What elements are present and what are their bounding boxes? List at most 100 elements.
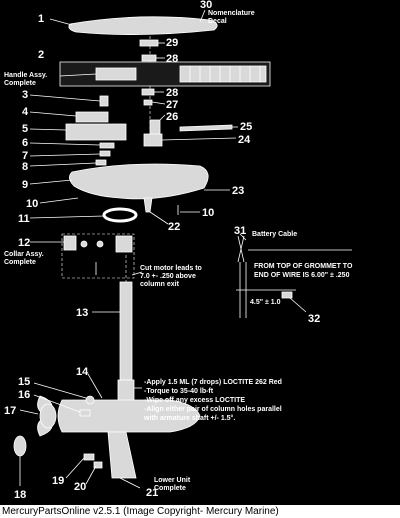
- leader-5: [29, 128, 67, 131]
- callout-30: 30: [200, 0, 212, 11]
- label-nomenclature-1: Nomenclature: [208, 10, 255, 17]
- callout-9: 9: [22, 179, 28, 191]
- collar-nut: [96, 240, 104, 248]
- leader-handle: [59, 73, 97, 77]
- lower-unit-skeg: [107, 431, 137, 479]
- callout-3: 3: [22, 89, 28, 101]
- label-inst-5: with armature shaft +/- 1.5°.: [143, 414, 235, 422]
- callout-28a: 28: [166, 53, 178, 65]
- callout-14: 14: [76, 366, 89, 378]
- label-inst-1: -Apply 1.5 ML (7 drops) LOCTITE 262 Red: [144, 379, 282, 386]
- label-grommet-2: END OF WIRE IS 6.00" ± .250: [254, 272, 350, 279]
- leader-30: [199, 9, 206, 23]
- callout-31: 31: [234, 225, 246, 237]
- callout-20: 20: [74, 481, 86, 493]
- callout-15: 15: [18, 376, 30, 388]
- callout-11: 11: [18, 213, 30, 225]
- label-collar-2: Complete: [4, 259, 36, 266]
- part-28-upper: [141, 54, 157, 62]
- callout-18: 18: [14, 489, 26, 501]
- callout-28b: 28: [166, 87, 178, 99]
- part-32: [281, 291, 293, 299]
- column-tube: [119, 281, 133, 381]
- callout-32: 32: [308, 313, 320, 325]
- part-16: [79, 409, 91, 417]
- callout-4: 4: [22, 106, 29, 118]
- leader-24: [161, 137, 237, 141]
- part-3: [99, 95, 109, 107]
- callout-25: 25: [240, 121, 252, 133]
- callout-10a: 10: [26, 198, 38, 210]
- handle-shaft: [95, 67, 137, 81]
- label-handle-2: Complete: [4, 80, 36, 87]
- leader-8: [29, 162, 97, 167]
- part-6: [99, 142, 115, 149]
- leader-32: [289, 297, 307, 313]
- label-cut-1: Cut motor leads to: [140, 265, 202, 272]
- part-27: [143, 99, 153, 106]
- motor-head-housing: [69, 163, 209, 200]
- leader-9: [29, 179, 73, 185]
- diagram-canvas: 1 30 29 28 2 28 3 27 4 26 25 5 24 6 7 8 …: [4, 0, 353, 501]
- part-25: [179, 124, 233, 132]
- callout-22: 22: [168, 221, 180, 233]
- part-28-lower: [141, 88, 155, 96]
- callout-8: 8: [22, 161, 28, 173]
- part-4: [75, 111, 109, 123]
- lower-unit-motor: [57, 399, 201, 433]
- prop-hub: [39, 403, 57, 429]
- label-lower-1: Lower Unit: [154, 477, 191, 484]
- callout-26: 26: [166, 111, 178, 123]
- label-battery-cable: Battery Cable: [252, 231, 297, 238]
- leader-4: [29, 111, 77, 117]
- leader-19: [65, 457, 85, 479]
- callout-7: 7: [22, 150, 28, 162]
- leader-26: [159, 114, 166, 121]
- leader-11: [29, 215, 105, 219]
- label-handle-1: Handle Assy.: [4, 72, 47, 79]
- top-cover: [68, 16, 218, 35]
- leader-3: [29, 94, 101, 102]
- leader-20: [85, 465, 97, 485]
- callout-5: 5: [22, 123, 28, 135]
- callout-2: 2: [38, 49, 44, 61]
- label-lower-2: Complete: [154, 485, 186, 492]
- collar-clamp: [115, 235, 133, 253]
- leader-cut-note: [131, 271, 143, 276]
- leader-6: [29, 142, 101, 146]
- callout-27: 27: [166, 99, 178, 111]
- leader-16: [33, 394, 81, 413]
- leader-7: [29, 153, 101, 157]
- battery-wire-right: [237, 235, 245, 263]
- part-5: [65, 123, 127, 141]
- leader-10a: [39, 197, 79, 204]
- leader-15: [33, 382, 87, 399]
- callout-13: 13: [76, 307, 88, 319]
- part-7: [99, 150, 111, 157]
- callout-29: 29: [166, 37, 178, 49]
- callout-17: 17: [4, 405, 16, 417]
- callout-19: 19: [52, 475, 64, 487]
- label-cut-2: 7.0 +- .250 above: [140, 273, 196, 280]
- handle-grip-ribs: [189, 66, 261, 82]
- part-20: [93, 461, 103, 469]
- copyright-footer: MercuryPartsOnline v2.5.1 (Image Copyrig…: [0, 505, 400, 518]
- collar-knob: [63, 235, 77, 251]
- prop-nut: [13, 435, 27, 457]
- part-19: [83, 453, 95, 461]
- label-inst-4: -Align either pair of column holes paral…: [144, 406, 282, 413]
- callout-23: 23: [232, 185, 244, 197]
- leader-21: [119, 477, 141, 489]
- label-grommet-1: FROM TOP OF GROMMET TO: [254, 263, 353, 270]
- callout-12: 12: [18, 237, 30, 249]
- leader-27: [151, 101, 166, 105]
- grommet-ring: [102, 207, 138, 223]
- handle-grip: [179, 65, 267, 83]
- lower-coupling: [117, 379, 135, 403]
- callout-1: 1: [38, 13, 44, 25]
- part-22: [143, 197, 153, 213]
- leader-31: [239, 233, 247, 241]
- exploded-parts-diagram: 1 30 29 28 2 28 3 27 4 26 25 5 24 6 7 8 …: [0, 0, 400, 505]
- callout-16: 16: [18, 389, 30, 401]
- part-15: [85, 395, 95, 405]
